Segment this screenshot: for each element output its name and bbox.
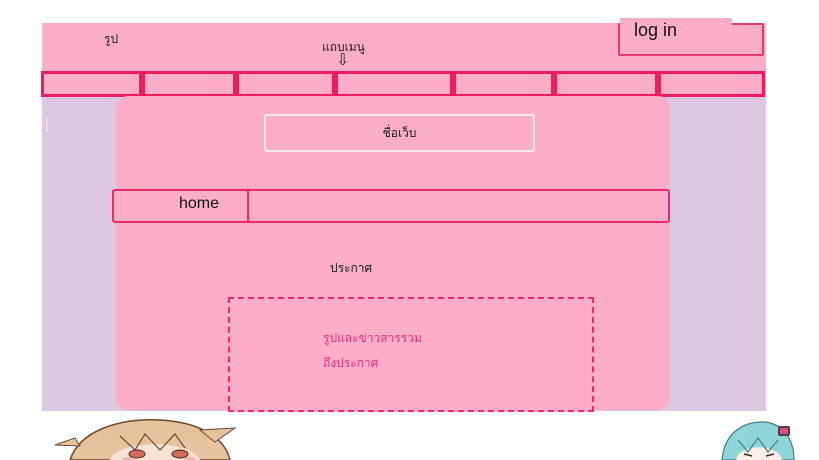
menu-item[interactable] [41,71,142,97]
menu-item[interactable] [236,71,335,97]
anime-girl-right-icon [721,421,795,460]
announcement-box [228,297,594,412]
menu-bar [41,71,765,97]
menu-item[interactable] [142,71,236,97]
announcement-text: รูปและข่าวสารรวม [323,331,422,345]
nav-bar [112,189,670,223]
menu-bar-annotation: แถบเมนู [322,40,365,54]
menu-item[interactable] [453,71,554,97]
announcement-text: ถึงประกาศ [323,356,379,370]
home-tab-label: home [179,195,220,212]
menu-item[interactable] [554,71,658,97]
menu-item[interactable] [335,71,453,97]
login-label-background [620,18,732,44]
announcement-heading: ประกาศ [330,261,373,275]
login-label: log in [634,20,678,40]
home-tab[interactable] [112,189,249,223]
side-mark [46,118,48,132]
arrow-down-icon: ⇩ [336,50,350,69]
site-name-label: ชื่อเว็บ [382,125,417,140]
site-name-box: ชื่อเว็บ [264,114,535,152]
anime-girl-left-icon [54,419,237,460]
logo-placeholder: รูป [104,32,119,46]
menu-item[interactable] [658,71,765,97]
